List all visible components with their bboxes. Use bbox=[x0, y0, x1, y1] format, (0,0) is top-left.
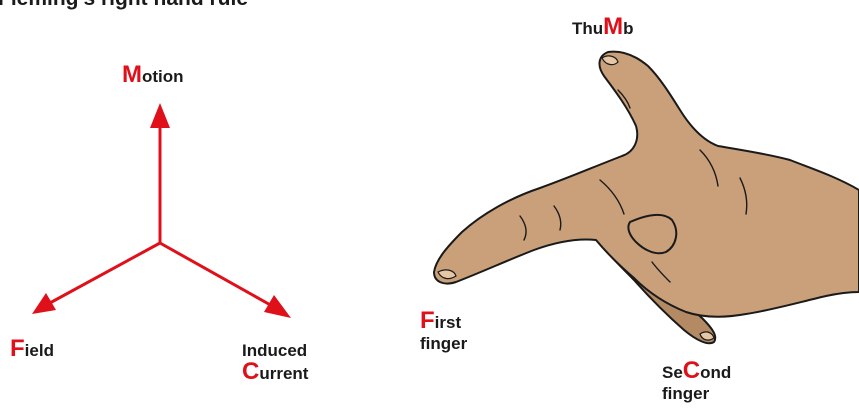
motion-label: Motion bbox=[122, 64, 184, 87]
second-finger-label: SeCond finger bbox=[662, 360, 731, 404]
first-finger-label: First finger bbox=[420, 310, 467, 354]
field-label: Field bbox=[10, 338, 54, 361]
induced-current-label: Induced Current bbox=[242, 340, 308, 384]
thumb-label: ThuMb bbox=[572, 16, 634, 39]
hand-palm bbox=[434, 52, 859, 317]
